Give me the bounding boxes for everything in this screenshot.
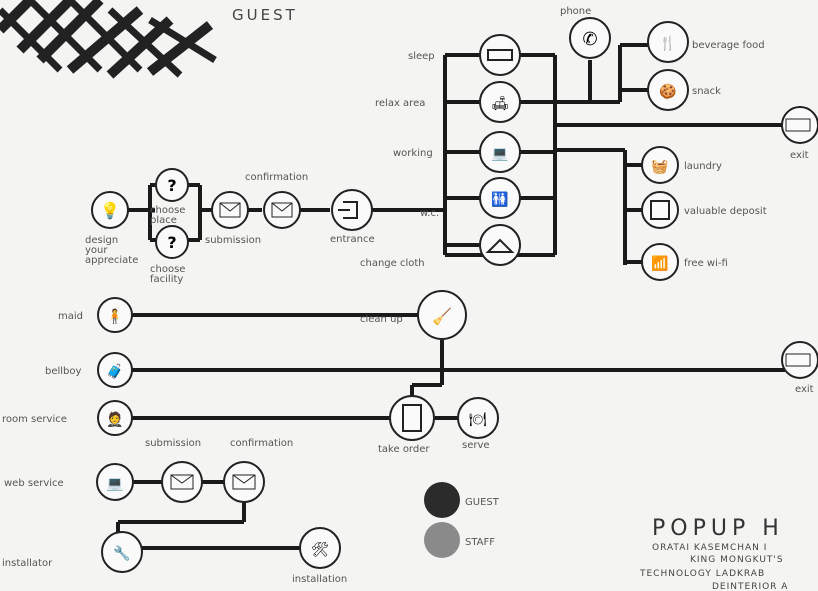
node-choose-place: ? [156,169,188,201]
label-laundry: laundry [684,161,722,172]
label-installator: installator [2,558,53,569]
node-web-submission [162,462,202,502]
worker-icon: 🔧 [113,544,130,562]
legend-staff-label: STAFF [465,537,495,548]
bellboy-icon: 🧳 [106,363,123,380]
waiter-icon: 🤵 [106,410,123,428]
label-staff-submission: submission [145,438,201,449]
node-web-confirmation [224,462,264,502]
label-bellboy: bellboy [45,366,82,377]
node-snack: 🍪 [648,70,688,110]
node-wc: 🚻 [480,178,520,218]
label-change-cloth: change cloth [360,258,425,269]
computer-user-icon: 💻 [106,476,124,492]
cleaner-icon: 🧹 [432,307,452,326]
node-serve: 🍽 [458,398,498,438]
maid-icon: 🧍 [106,308,123,325]
label-working: working [393,148,433,159]
node-installation: 🛠 [300,528,340,568]
node-room-service: 🤵 [98,401,132,435]
label-snack: snack [692,86,721,97]
node-relax: 🛋 [480,82,520,122]
lattice-logo-icon [0,0,215,75]
node-laundry: 🧺 [642,147,678,183]
snack-icon: 🍪 [659,83,676,100]
page-title: GUEST [232,6,298,24]
label-exit-guest: exit [790,150,809,161]
installer-icon: 🛠 [311,542,329,558]
label-phone: phone [560,6,591,17]
label-room-service: room service [2,414,67,425]
serve-icon: 🍽 [469,412,487,428]
node-maid: 🧍 [98,298,132,332]
label-sleep: sleep [408,51,435,62]
node-confirmation [264,192,300,228]
node-entrance [332,190,372,230]
node-deposit [642,192,678,228]
node-installator: 🔧 [102,532,142,572]
node-clean-up: 🧹 [418,291,466,339]
question-icon: ? [167,176,176,195]
footer-line-4: DEINTERIOR A [712,582,788,591]
label-food: beverage food [692,40,765,51]
label-installation: installation [292,574,347,585]
node-food: 🍴 [648,22,688,62]
legend-staff-dot [424,522,460,558]
food-icon: 🍴 [659,35,676,52]
laundry-icon: 🧺 [651,159,668,175]
label-maid: maid [58,311,83,322]
legend-guest-dot [424,482,460,518]
label-entrance: entrance [330,234,375,245]
node-wifi: 📶 [642,244,678,280]
label-deposit: valuable deposit [684,206,767,217]
node-working: 💻 [480,132,520,172]
footer-title: POPUP H [652,516,784,541]
label-wifi: free wi-fi [684,258,728,269]
lightbulb-icon: 💡 [100,201,120,220]
label-clean-up: clean up [360,314,403,325]
node-change-cloth [480,225,520,265]
restroom-icon: 🚻 [491,191,508,208]
node-phone: ✆ [570,18,610,58]
label-serve: serve [462,440,490,451]
label-submission: submission [205,235,261,246]
legend-guest-label: GUEST [465,497,500,508]
node-take-order [390,396,434,440]
label-wc: w.c. [420,208,439,219]
node-bellboy: 🧳 [98,353,132,387]
label-web-service: web service [4,478,64,489]
phone-icon: ✆ [582,29,597,50]
node-submission [212,192,248,228]
sofa-icon: 🛋 [491,96,509,112]
label-exit-staff: exit [795,384,814,395]
question-icon: ? [167,233,176,252]
label-relax: relax area [375,98,425,109]
label-staff-confirmation: confirmation [230,438,293,449]
wifi-icon: 📶 [651,255,668,272]
label-take-order: take order [378,444,430,455]
node-web-service: 💻 [97,464,133,500]
node-sleep [480,35,520,75]
node-design: 💡 [92,192,128,228]
guest-connectors [128,45,785,265]
desk-icon: 💻 [491,146,509,162]
node-choose-facility: ? [156,226,188,258]
footer-line-2: KING MONGKUT'S [690,555,784,565]
footer-line-3: TECHNOLOGY LADKRAB [639,569,765,579]
node-exit-staff [782,342,818,378]
node-exit-guest [782,107,818,143]
label-confirmation: confirmation [245,172,308,183]
footer-line-1: ORATAI KASEMCHAN I [652,543,767,553]
